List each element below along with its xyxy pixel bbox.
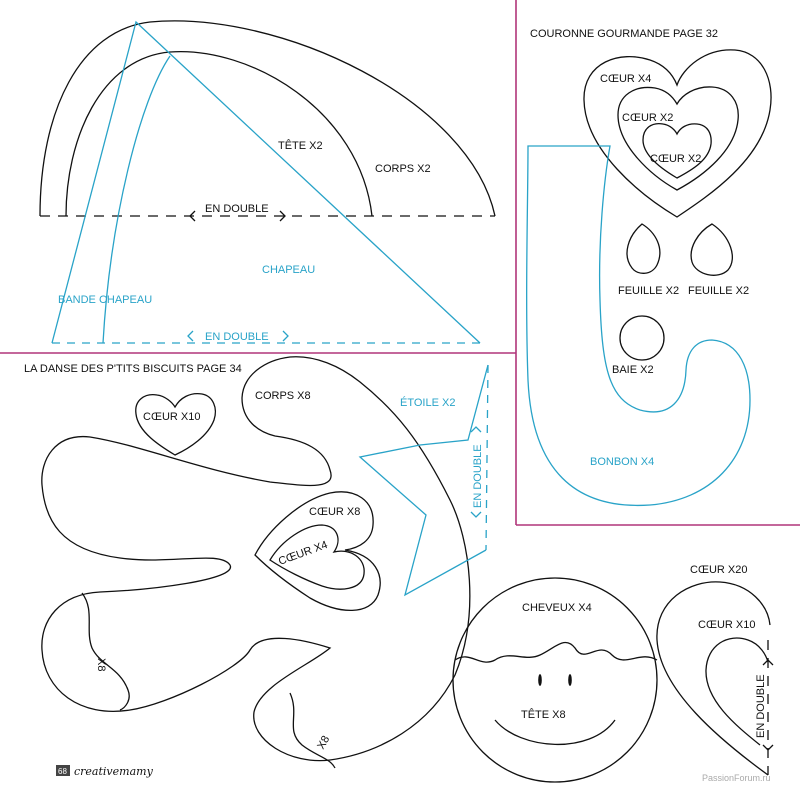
etoile-outline xyxy=(358,364,489,597)
label-coeur-x2-mid: CŒUR X2 xyxy=(622,112,673,124)
label-en-double-3: EN DOUBLE xyxy=(472,444,484,508)
bande-wavy-b xyxy=(289,692,336,769)
label-etoile-x2: ÉTOILE X2 xyxy=(400,396,455,409)
chapeau-outline xyxy=(51,20,481,344)
label-feuille-x2-b: FEUILLE X2 xyxy=(688,285,749,297)
bande-wavy-a xyxy=(81,592,130,711)
coeur-x10-right-outline xyxy=(705,637,769,746)
bonbon-outline xyxy=(526,145,751,507)
label-x8-a: X8 xyxy=(95,658,107,671)
corps-outline xyxy=(39,20,496,217)
brand-logo: creativemamy xyxy=(74,765,154,778)
baie-outline xyxy=(619,315,665,361)
label-x8-b: X8 xyxy=(315,734,332,752)
tete-outline xyxy=(65,50,373,217)
coeur-x8-outline xyxy=(254,491,381,612)
label-coeur-x10-right: CŒUR X10 xyxy=(698,619,755,631)
label-coeur-x10-left: CŒUR X10 xyxy=(143,411,200,423)
label-corps-x2: CORPS X2 xyxy=(375,163,431,175)
coeur-x4-outline xyxy=(583,49,772,218)
feuille-b-outline xyxy=(690,223,733,276)
smile-outline xyxy=(494,719,616,746)
label-bonbon-x4: BONBON X4 xyxy=(590,456,654,468)
title-danse-biscuits: LA DANSE DES P'TITS BISCUITS PAGE 34 xyxy=(24,363,242,375)
arrow-icon xyxy=(470,426,482,518)
bande-chapeau-outline xyxy=(102,55,171,344)
label-tete-x8: TÊTE X8 xyxy=(521,708,566,721)
label-en-double-4: EN DOUBLE xyxy=(755,674,767,738)
tete-x8-outline xyxy=(452,577,658,783)
arrow-icon xyxy=(187,330,289,342)
page-number-badge xyxy=(56,765,70,776)
coeur-x4-inner-outline xyxy=(269,524,365,590)
page-number: 68 xyxy=(58,767,67,776)
label-coeur-x20: CŒUR X20 xyxy=(690,564,747,576)
label-coeur-x8: CŒUR X8 xyxy=(309,506,360,518)
coeur-x2-mid-outline xyxy=(617,86,739,191)
arrow-icon xyxy=(762,659,774,751)
label-cheveux-x4: CHEVEUX X4 xyxy=(522,602,592,614)
coeur-x20-outline xyxy=(656,581,771,776)
label-corps-x8: CORPS X8 xyxy=(255,390,311,402)
label-chapeau: CHAPEAU xyxy=(262,264,315,276)
cheveux-outline xyxy=(454,641,658,663)
eye-left xyxy=(538,674,542,686)
label-coeur-x4-top: CŒUR X4 xyxy=(600,73,651,85)
label-coeur-x4-inner: CŒUR X4 xyxy=(277,539,329,568)
title-couronne-gourmande: COURONNE GOURMANDE PAGE 32 xyxy=(530,28,718,40)
label-coeur-x2-small: CŒUR X2 xyxy=(650,153,701,165)
eye-right xyxy=(568,674,572,686)
label-en-double-2: EN DOUBLE xyxy=(205,331,269,343)
coeur-x2-small-outline xyxy=(642,122,712,179)
fold-line-etoile xyxy=(485,364,489,551)
arrow-icon xyxy=(189,210,286,222)
label-feuille-x2-a: FEUILLE X2 xyxy=(618,285,679,297)
watermark: PassionForum.ru xyxy=(702,773,771,783)
feuille-a-outline xyxy=(626,223,661,274)
label-tete-x2: TÊTE X2 xyxy=(278,139,323,152)
corps-x8-outline xyxy=(41,356,471,762)
label-en-double-1: EN DOUBLE xyxy=(205,203,269,215)
label-bande-chapeau: BANDE CHAPEAU xyxy=(58,294,152,306)
coeur-x10-left-outline xyxy=(135,392,217,456)
label-baie-x2: BAIE X2 xyxy=(612,364,654,376)
